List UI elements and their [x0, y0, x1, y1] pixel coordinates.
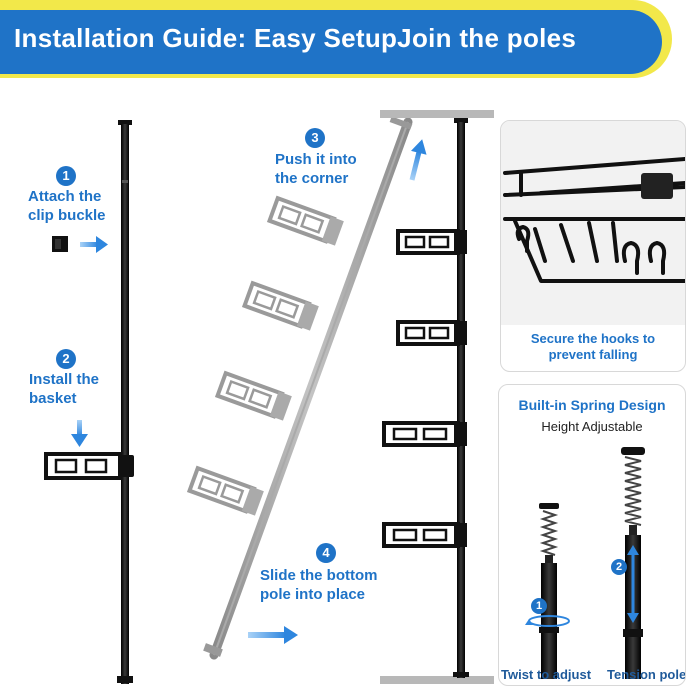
- left-pole: [117, 120, 133, 684]
- spring-marker-2: 2: [611, 559, 627, 575]
- spring-illustration: [525, 447, 645, 679]
- step-3-line2: the corner: [275, 170, 349, 187]
- step-1-line1: Attach the: [28, 188, 102, 205]
- step-1-text: Attach the clip buckle: [28, 187, 106, 225]
- step-1-number: 1: [56, 166, 76, 186]
- step-3-number: 3: [305, 128, 325, 148]
- step-1-line2: clip buckle: [28, 207, 106, 224]
- header-banner-inner: Installation Guide: Easy SetupJoin the p…: [0, 10, 662, 74]
- hook-caption: Secure the hooks to prevent falling: [501, 331, 685, 363]
- step-2-number: 2: [56, 349, 76, 369]
- hook-caption-line1: Secure the hooks to: [530, 331, 656, 346]
- step-4-number: 4: [316, 543, 336, 563]
- tension-label: Tension pole: [607, 667, 686, 682]
- spring-marker-1: 1: [531, 598, 547, 614]
- twist-pole-icon: [525, 503, 570, 679]
- installed-baskets: [382, 229, 467, 548]
- arrow-down-icon: [71, 420, 88, 447]
- tension-pole-icon: [621, 447, 645, 679]
- step-4-text: Slide the bottom pole into place: [260, 566, 378, 604]
- step-4-line1: Slide the bottom: [260, 567, 378, 584]
- arrow-right-icon: [80, 236, 108, 253]
- ceiling-bar: [380, 110, 494, 118]
- spring-title: Built-in Spring Design: [518, 397, 666, 413]
- step-3-text: Push it into the corner: [275, 150, 357, 188]
- hook-panel: Secure the hooks to prevent falling: [500, 120, 686, 372]
- header-banner: Installation Guide: Easy SetupJoin the p…: [0, 0, 672, 78]
- page-title: Installation Guide: Easy SetupJoin the p…: [14, 23, 577, 53]
- tilted-baskets: [186, 195, 344, 516]
- hook-caption-line2: prevent falling: [548, 347, 638, 362]
- spring-subtitle: Height Adjustable: [541, 419, 643, 434]
- basket-step2: [44, 452, 134, 480]
- step-2-line2: basket: [29, 390, 77, 407]
- arrow-slide-icon: [248, 626, 298, 644]
- tilted-pole: [203, 116, 413, 660]
- step-3-line1: Push it into: [275, 151, 357, 168]
- step-2-line1: Install the: [29, 371, 100, 388]
- spring-panel: Built-in Spring Design Height Adjustable: [498, 384, 686, 686]
- floor-bar: [380, 676, 494, 684]
- step-2-text: Install the basket: [29, 370, 99, 408]
- clip-buckle-icon: [52, 236, 68, 252]
- twist-label: Twist to adjust: [501, 667, 592, 682]
- arrow-up-icon: [409, 139, 427, 181]
- installed-pole: [453, 118, 469, 678]
- basket-hook-icon: [501, 121, 685, 325]
- step-4-line2: pole into place: [260, 586, 366, 603]
